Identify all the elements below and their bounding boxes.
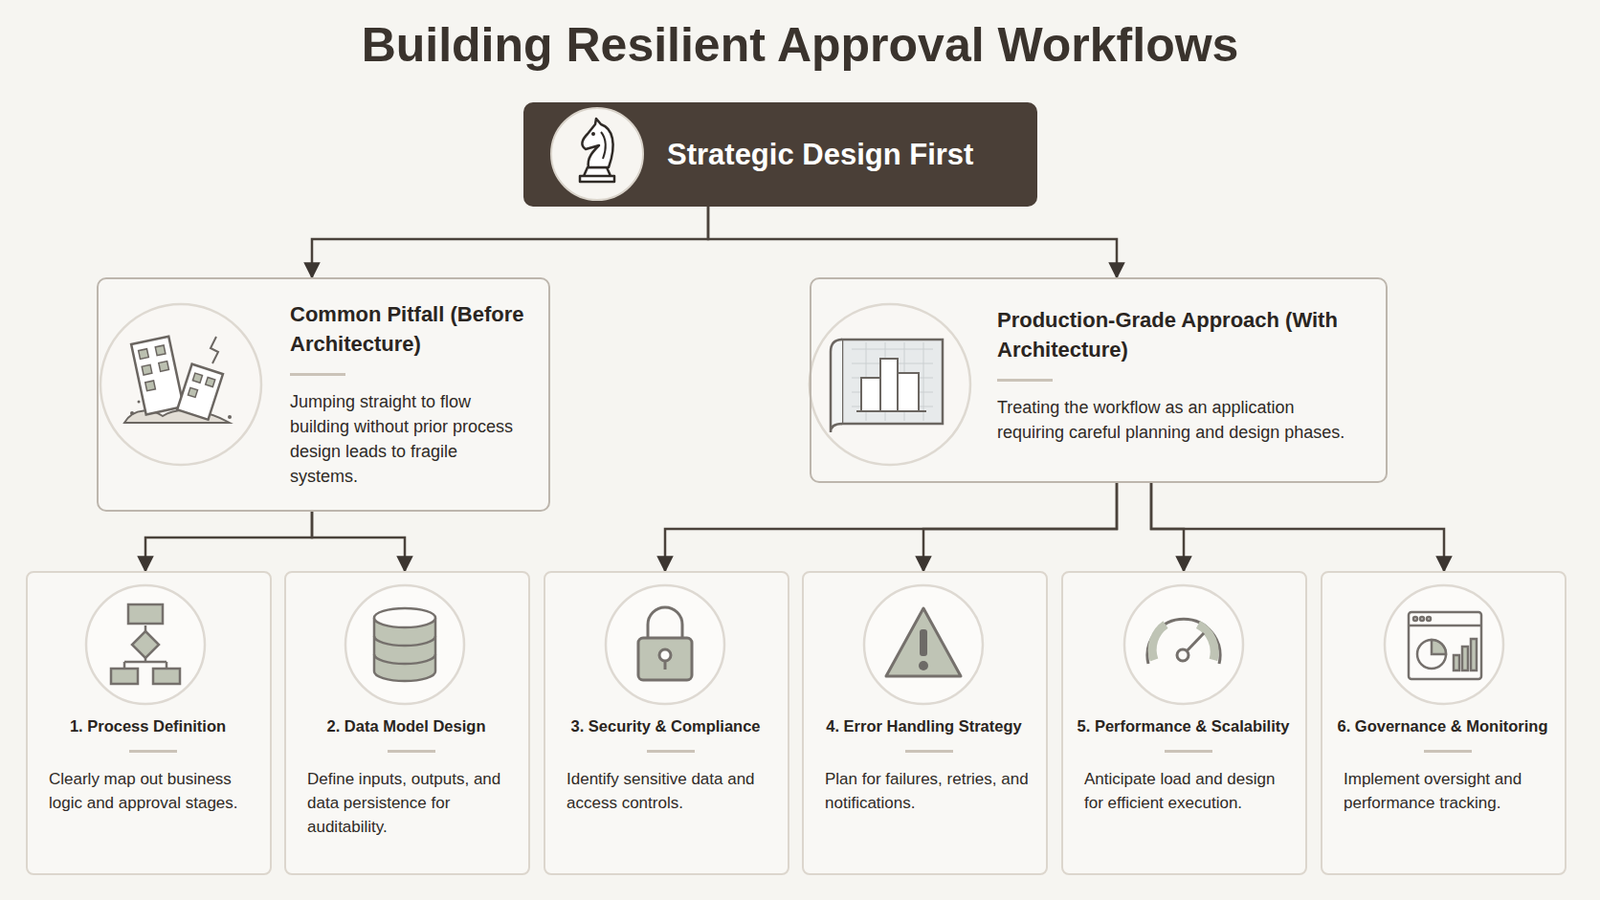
connector-arrow (1151, 483, 1184, 572)
step-card: 4. Error Handling StrategyPlan for failu… (801, 571, 1048, 876)
card-body: Plan for failures, retries, and notifica… (824, 768, 1033, 816)
connector-arrow (1151, 483, 1445, 572)
box-heading: Production-Grade Approach (With Architec… (997, 306, 1363, 366)
card-title: 6. Governance & Monitoring (1333, 716, 1552, 737)
card-body: Clearly map out business logic and appro… (48, 768, 257, 816)
divider-rule (1423, 750, 1472, 754)
divider-rule (646, 750, 695, 754)
header-text: Strategic Design First (666, 137, 1019, 173)
divider-rule (387, 750, 436, 754)
divider-rule (997, 378, 1053, 382)
step-card: 3. Security & ComplianceIdentify sensiti… (543, 571, 790, 876)
card-title: 2. Data Model Design (297, 716, 515, 737)
box-heading: Common Pitfall (Before Architecture) (289, 300, 526, 360)
card-title: 4. Error Handling Strategy (815, 716, 1033, 737)
card-title: 1. Process Definition (39, 716, 257, 737)
box-body: Jumping straight to flow building withou… (289, 389, 526, 489)
box-body: Treating the workflow as an application … (997, 395, 1363, 445)
diagram-title: Building Resilient Approval Workflows (0, 17, 1600, 73)
connector-arrow (145, 511, 312, 572)
approach-box: Production-Grade Approach (With Architec… (809, 277, 1388, 484)
card-title: 3. Security & Compliance (556, 716, 775, 737)
divider-rule (1164, 750, 1213, 754)
step-card: 2. Data Model DesignDefine inputs, outpu… (284, 571, 531, 876)
connector-arrow (311, 511, 405, 572)
header-box-fill (523, 102, 1038, 207)
connector-arrow (708, 206, 1117, 278)
card-title: 5. Performance & Scalability (1074, 716, 1292, 737)
connector-arrow (311, 206, 709, 278)
knight-icon (551, 108, 644, 200)
card-body: Identify sensitive data and access contr… (566, 768, 775, 816)
step-card: 6. Governance & MonitoringImplement over… (1320, 571, 1567, 876)
connector-arrow (665, 483, 1117, 572)
divider-rule (129, 750, 178, 754)
card-body: Anticipate load and design for efficient… (1084, 768, 1292, 816)
step-card: 1. Process DefinitionClearly map out bus… (25, 571, 272, 876)
connector-arrow (923, 483, 1117, 572)
divider-rule (289, 373, 346, 377)
approach-box: Common Pitfall (Before Architecture) Jump… (96, 277, 551, 512)
card-body: Implement oversight and performance trac… (1343, 768, 1552, 816)
card-body: Define inputs, outputs, and data persist… (307, 768, 515, 840)
step-card: 5. Performance & ScalabilityAnticipate l… (1061, 571, 1308, 876)
header-box: Strategic Design First (523, 102, 1038, 207)
divider-rule (905, 750, 954, 754)
